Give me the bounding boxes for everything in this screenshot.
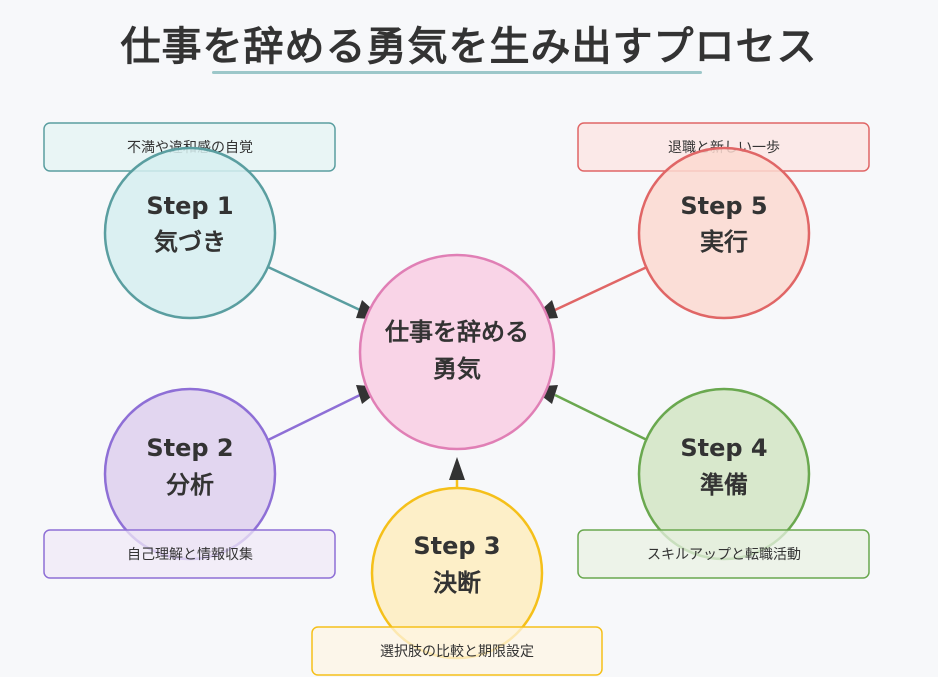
- page-title: 仕事を辞める勇気を生み出すプロセス: [120, 24, 818, 70]
- step4-label: Step 4: [680, 434, 767, 462]
- step4-name: 準備: [700, 471, 748, 499]
- connectors: [267, 265, 648, 487]
- step3-label: Step 3: [413, 532, 500, 560]
- connector-step5-to-center: [554, 265, 648, 312]
- step1-circle: [103, 146, 277, 320]
- step3-description-box: [311, 626, 603, 676]
- center-label-line1: 仕事を辞める: [384, 318, 529, 346]
- step3-node: Step 3 決断 選択肢の比較と期限設定: [311, 486, 603, 676]
- step2-name: 分析: [166, 471, 214, 499]
- connector-step2-to-center: [267, 393, 361, 442]
- step4-description-box: [577, 529, 870, 579]
- step5-node: 退職と新しい一歩 Step 5 実行: [577, 122, 870, 320]
- step3-name: 決断: [433, 569, 481, 597]
- step4-description: スキルアップと転職活動: [647, 547, 801, 563]
- title-underline: [212, 71, 702, 74]
- step2-description-box: [43, 529, 336, 579]
- center-circle: [358, 253, 556, 451]
- step5-name: 実行: [700, 228, 748, 256]
- step1-node: 不満や違和感の自覚 Step 1 気づき: [43, 122, 336, 320]
- step2-node: Step 2 分析 自己理解と情報収集: [43, 387, 336, 579]
- step1-label: Step 1: [146, 192, 233, 220]
- center-label-line2: 勇気: [433, 355, 481, 383]
- step2-label: Step 2: [146, 434, 233, 462]
- step1-name: 気づき: [154, 228, 226, 256]
- center-node: 仕事を辞める 勇気: [358, 253, 556, 451]
- step4-node: Step 4 準備 スキルアップと転職活動: [577, 387, 870, 579]
- step5-label: Step 5: [680, 192, 767, 220]
- step5-circle: [637, 146, 811, 320]
- step3-description: 選択肢の比較と期限設定: [380, 644, 534, 660]
- connector-step4-to-center: [554, 393, 648, 442]
- arrowhead-step3: [449, 457, 465, 480]
- step2-description: 自己理解と情報収集: [127, 546, 253, 563]
- connector-step1-to-center: [267, 265, 361, 312]
